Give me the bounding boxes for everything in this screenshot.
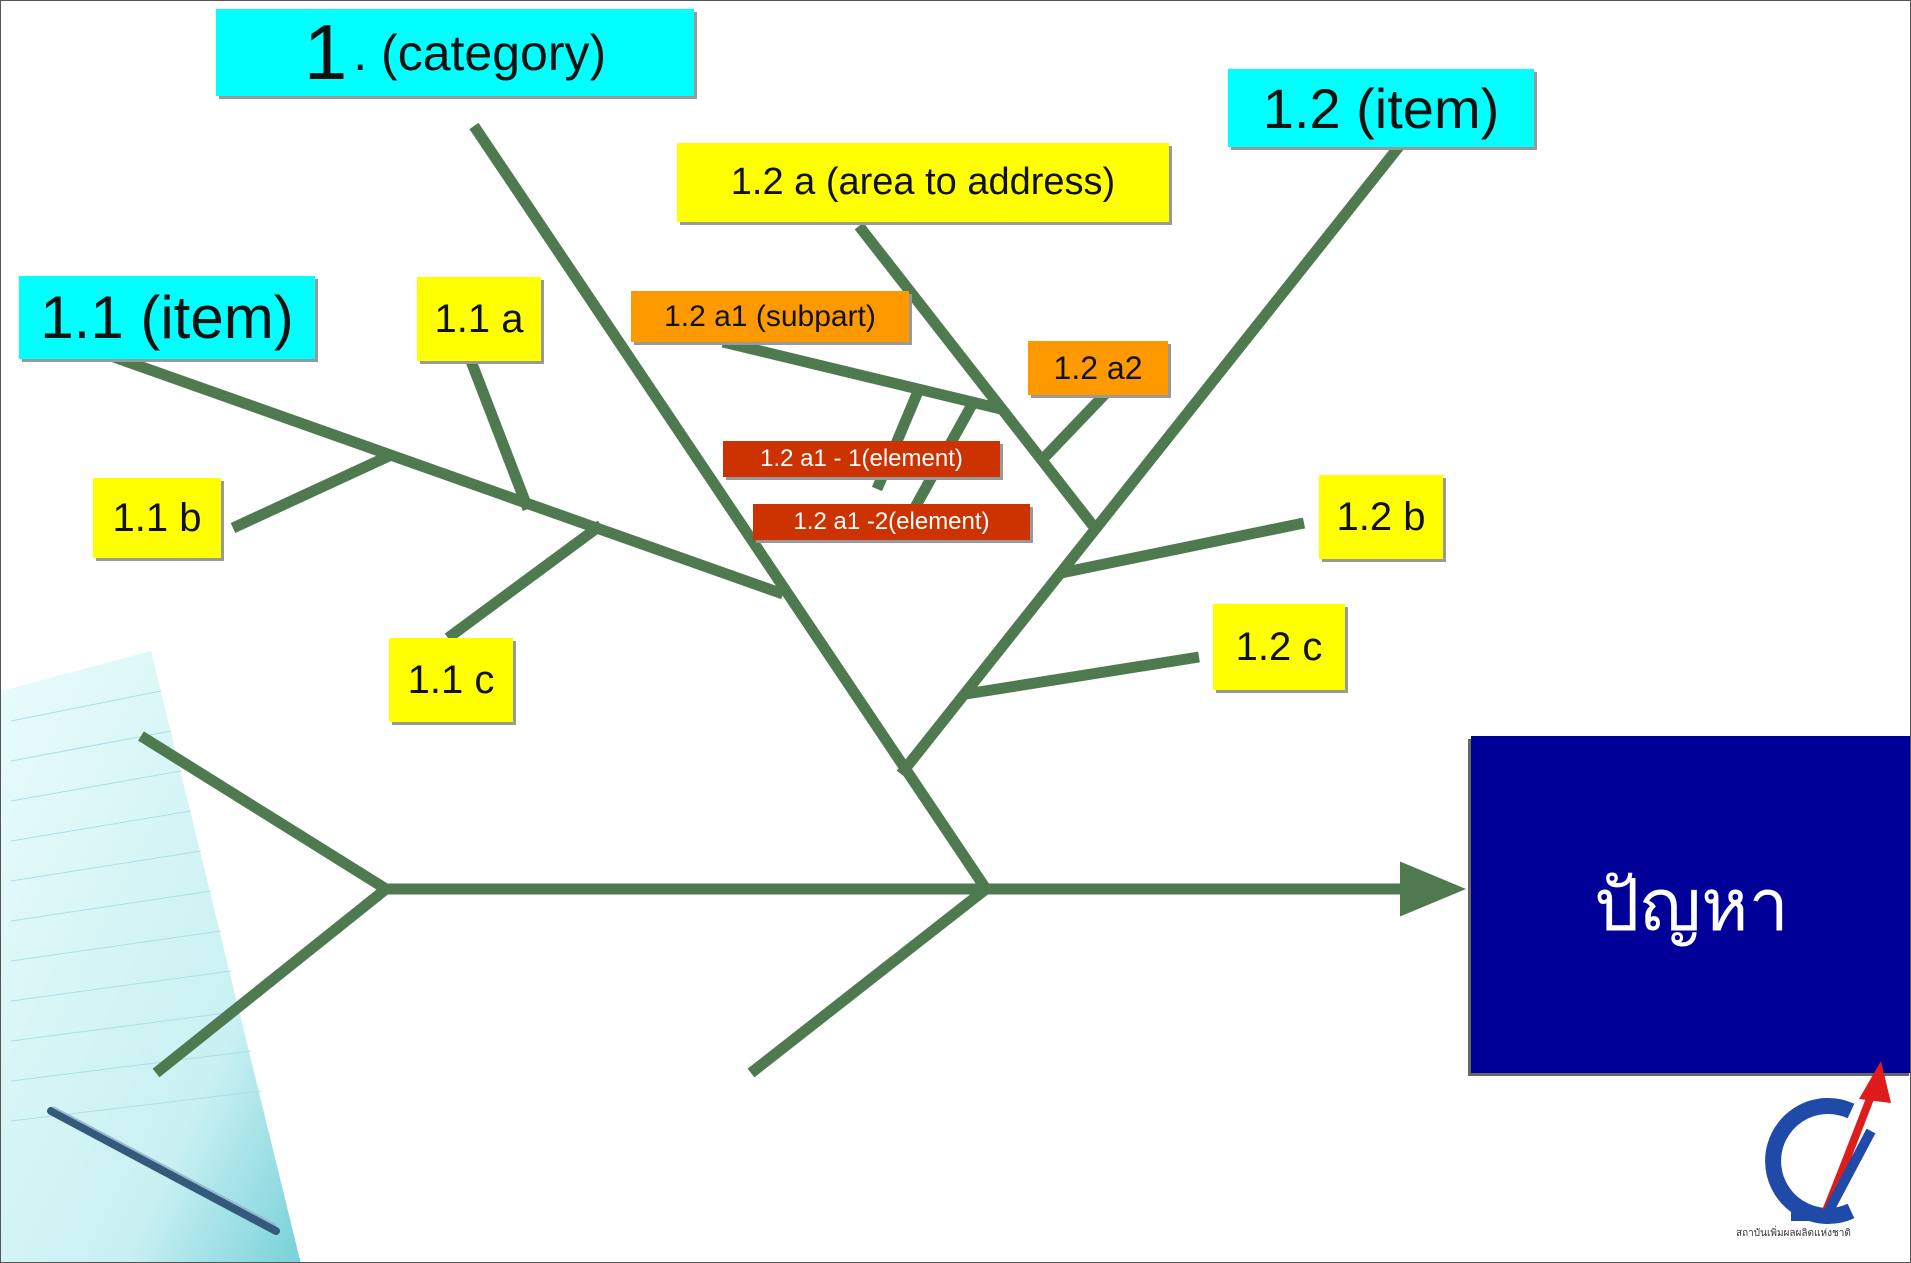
branch-1-2c — [965, 651, 1200, 700]
label-1-2b: 1.2 b — [1319, 475, 1443, 559]
label-1-1c-text: 1.1 c — [407, 657, 495, 702]
logo-caption: สถาบันเพิ่มผลผลิตแห่งชาติ — [1736, 1228, 1851, 1239]
category-text: . (category) — [353, 24, 607, 81]
category-label: 1 . (category) — [216, 8, 694, 96]
element-2-label: 1.2 a1 -2(element) — [753, 504, 1030, 540]
tail-lower-line — [152, 884, 390, 1078]
label-1-2c-text: 1.2 c — [1235, 624, 1323, 669]
problem-text: ปัญหา — [1594, 863, 1789, 947]
area-1-2a-text: 1.2 a (area to address) — [730, 161, 1116, 203]
label-1-1a-text: 1.1 a — [434, 296, 524, 341]
element-1-label: 1.2 a1 - 1(element) — [723, 441, 1000, 477]
item-1-1-text: 1.1 (item) — [40, 284, 294, 351]
subpart-1-2a2-text: 1.2 a2 — [1053, 349, 1143, 386]
subpart-1-2a1-label: 1.2 a1 (subpart) — [631, 291, 909, 342]
area-1-2a-label: 1.2 a (area to address) — [677, 143, 1169, 222]
problem-box: ปัญหา — [1471, 736, 1910, 1073]
branch-1-2a — [854, 222, 1099, 531]
branch-1-2b — [1059, 517, 1306, 579]
category-number: 1 — [303, 8, 348, 96]
branch-1-1b — [230, 451, 392, 533]
item-1-1-bone — [109, 350, 785, 600]
tail-upper-line — [138, 731, 389, 894]
label-1-1a: 1.1 a — [417, 277, 541, 361]
item-1-2-label: 1.2 (item) — [1228, 69, 1534, 147]
label-1-1b-text: 1.1 b — [112, 495, 202, 540]
label-1-1b: 1.1 b — [93, 478, 221, 558]
item-1-1-label: 1.1 (item) — [19, 276, 315, 359]
subpart-1-2a2-label: 1.2 a2 — [1028, 341, 1168, 395]
subpart-1-2a1-text: 1.2 a1 (subpart) — [664, 299, 876, 333]
branch-1-2a1 — [721, 336, 1003, 415]
item-1-2-bone — [896, 140, 1406, 778]
branch-1-1c — [444, 520, 605, 643]
element-1-text: 1.2 a1 - 1(element) — [760, 445, 963, 472]
element-2-text: 1.2 a1 -2(element) — [793, 508, 990, 535]
label-1-1c: 1.1 c — [389, 638, 513, 722]
category-bone-upper — [469, 122, 991, 893]
pen-icon — [47, 1106, 280, 1235]
category-bone-lower — [747, 884, 990, 1078]
label-1-2c: 1.2 c — [1213, 604, 1345, 690]
item-1-2-text: 1.2 (item) — [1262, 76, 1500, 140]
branch-1-2a2 — [1037, 387, 1112, 465]
tpi-logo-icon — [1765, 1061, 1891, 1224]
label-1-2b-text: 1.2 b — [1336, 494, 1426, 539]
branch-1-1a — [465, 359, 534, 511]
